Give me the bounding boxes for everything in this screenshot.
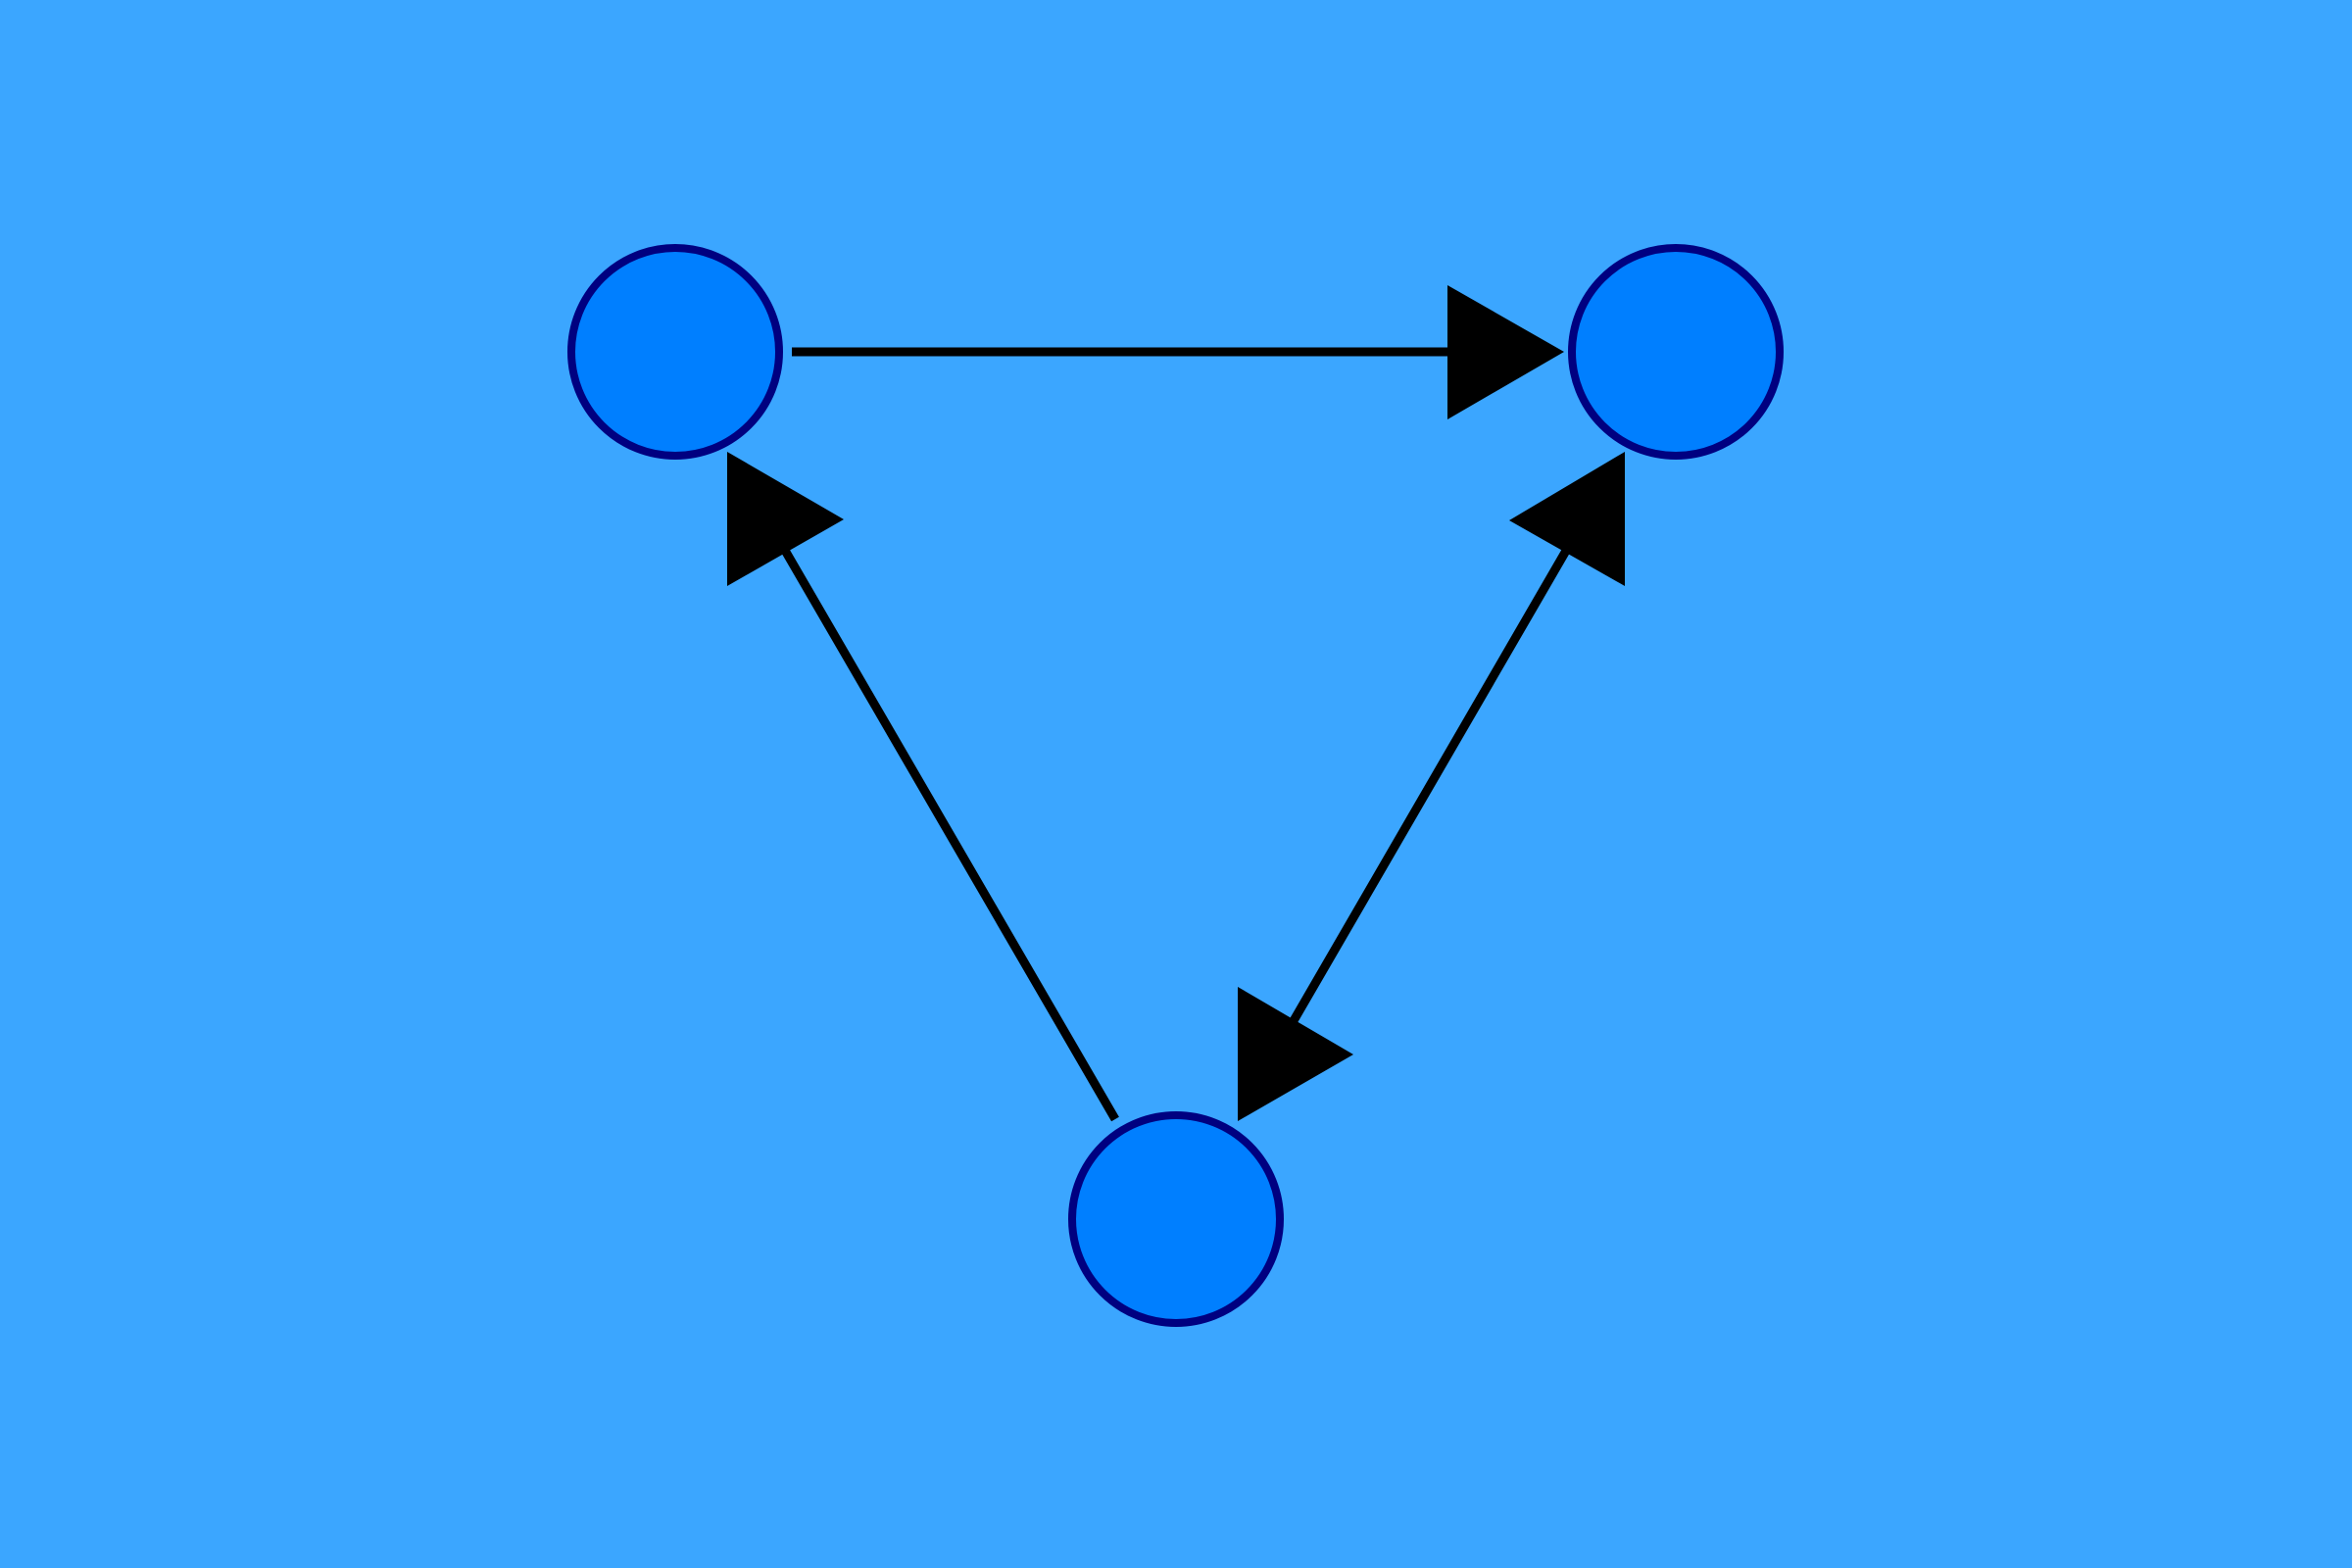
nodes — [567, 244, 1784, 1327]
node-top-right[interactable] — [1568, 244, 1784, 460]
arrowhead-into-top-right — [1447, 285, 1564, 419]
edges — [727, 285, 1625, 1122]
edge-bottom-to-top-left — [772, 532, 1119, 1122]
node-bottom[interactable] — [1068, 1111, 1284, 1327]
edge-top-right-to-bottom — [1288, 541, 1574, 1027]
arrowhead-into-bottom — [1238, 987, 1353, 1121]
arrowhead-into-top-left — [727, 452, 844, 586]
node-top-left[interactable] — [567, 244, 783, 460]
arrowhead-into-top-right-from-bottom — [1509, 452, 1625, 586]
